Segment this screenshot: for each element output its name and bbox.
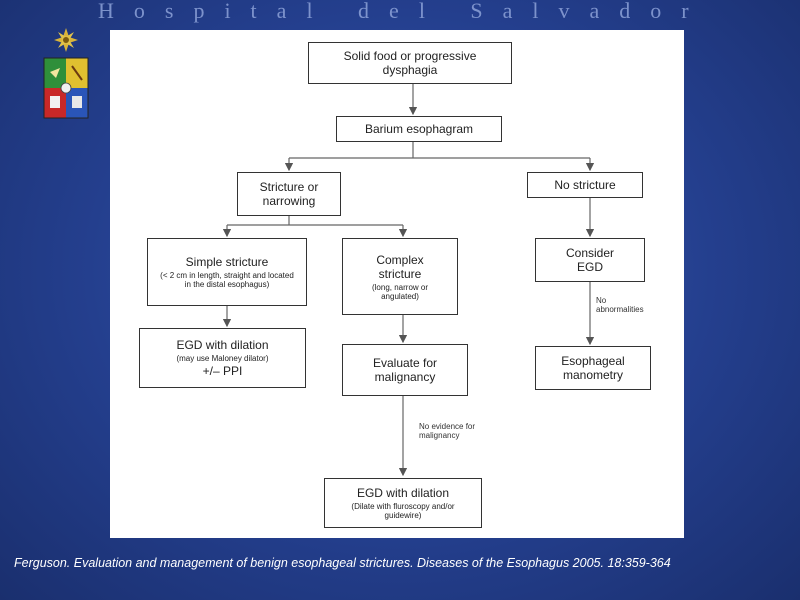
node-label: Simple stricture [185, 255, 269, 269]
node-egd-dilation-maloney: EGD with dilation (may use Maloney dilat… [139, 328, 306, 388]
node-label: EGD with dilation [356, 486, 450, 500]
node-extra: +/– PPI [202, 364, 243, 378]
node-label: Complex stricture [376, 252, 424, 281]
node-esophageal-manometry: Esophageal manometry [535, 346, 651, 390]
hospital-title: Hospital del Salvador [98, 0, 709, 23]
node-consider-egd: Consider EGD [535, 238, 645, 282]
node-detail: (may use Maloney dilator) [176, 354, 269, 363]
node-solid-food: Solid food or progressive dysphagia [308, 42, 512, 84]
edge-label-no-malignancy: No evidence for malignancy [419, 422, 476, 440]
citation-text: Ferguson. Evaluation and management of b… [14, 556, 671, 570]
node-no-stricture: No stricture [527, 172, 643, 198]
node-label: Barium esophagram [364, 122, 474, 136]
node-detail: (long, narrow or angulated) [371, 282, 429, 301]
node-label: Stricture or narrowing [259, 180, 319, 208]
node-complex-stricture: Complex stricture (long, narrow or angul… [342, 238, 458, 315]
node-detail: (< 2 cm in length, straight and located … [160, 271, 294, 289]
node-label: Evaluate for malignancy [372, 356, 438, 384]
node-barium-esophagram: Barium esophagram [336, 116, 502, 142]
flowchart-connectors [222, 83, 595, 477]
node-label: Solid food or progressive dysphagia [343, 49, 477, 77]
node-simple-stricture: Simple stricture (< 2 cm in length, stra… [147, 238, 307, 306]
node-label: Consider EGD [565, 246, 615, 274]
node-label: No stricture [554, 178, 616, 192]
node-evaluate-malignancy: Evaluate for malignancy [342, 344, 468, 396]
node-egd-dilation-fluroscopy: EGD with dilation (Dilate with fluroscop… [324, 478, 482, 528]
flowchart-panel: Solid food or progressive dysphagia Bari… [110, 30, 684, 538]
node-label: EGD with dilation [176, 338, 269, 352]
node-stricture: Stricture or narrowing [237, 172, 341, 216]
node-detail: (Dilate with fluroscopy and/or guidewire… [351, 502, 455, 520]
edge-label-no-abnormalities: No abnormalities [596, 296, 644, 314]
university-logo-icon [43, 28, 89, 119]
node-label: Esophageal manometry [561, 354, 625, 382]
